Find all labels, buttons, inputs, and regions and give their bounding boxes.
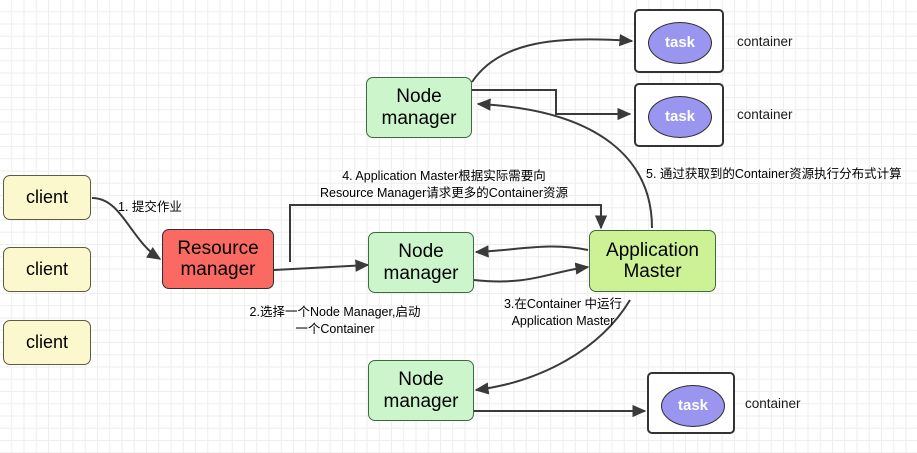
node-resource-manager[interactable]: Resource manager [162, 229, 274, 289]
edge-resource-manager-to-node-manager [273, 259, 370, 272]
node-node-manager-bottom-label: Node manager [383, 369, 459, 412]
node-task-second-label: task [664, 107, 696, 125]
edge-application-master-to-node-manager-bottom [474, 299, 631, 395]
label-container-top: container [737, 34, 793, 49]
node-application-master-label: Application Master [606, 239, 699, 282]
node-client-2-label: client [25, 259, 69, 280]
edge-label-step4: 4. Application Master根据实际需要向 Resource Ma… [319, 169, 568, 200]
label-container-bottom: container [745, 396, 801, 411]
edge-label-step5: 5. 通过获取到的Container资源执行分布式计算 [646, 167, 902, 181]
edge-label-step1: 1. 提交作业 [118, 200, 182, 214]
node-container-second[interactable]: task [634, 83, 724, 147]
node-container-top[interactable]: task [634, 9, 724, 73]
node-node-manager-bottom[interactable]: Node manager [368, 360, 474, 421]
node-resource-manager-label: Resource manager [177, 237, 259, 280]
node-node-manager-top-label: Node manager [381, 86, 457, 129]
node-task-top-label: task [664, 33, 696, 51]
node-client-3-label: client [25, 332, 69, 353]
node-client-2[interactable]: client [3, 247, 91, 292]
edge-node-manager-top-to-task-top [471, 33, 634, 83]
node-task-top[interactable]: task [648, 22, 712, 64]
edge-client-to-resource-manager [91, 197, 162, 260]
label-container-second: container [737, 107, 793, 122]
node-container-bottom[interactable]: task [647, 372, 735, 434]
edge-application-master-to-node-manager [474, 245, 589, 258]
node-task-second[interactable]: task [648, 96, 712, 138]
edge-application-master-to-resource-manager [289, 204, 608, 262]
node-application-master[interactable]: Application Master [589, 230, 716, 292]
node-node-manager-mid-label: Node manager [383, 241, 459, 284]
node-node-manager-top[interactable]: Node manager [366, 77, 472, 138]
node-task-bottom-label: task [677, 396, 709, 414]
node-node-manager-mid[interactable]: Node manager [368, 232, 474, 293]
node-task-bottom[interactable]: task [661, 385, 725, 427]
edge-label-step2: 2.选择一个Node Manager,启动 一个Container [249, 305, 421, 336]
edge-node-manager-to-application-master [473, 262, 590, 283]
node-client-1[interactable]: client [3, 175, 91, 220]
edge-application-master-to-node-manager-top [476, 98, 653, 229]
edge-label-step3: 3.在Container 中运行 Application Master [503, 297, 623, 328]
edge-node-manager-top-to-task-second [472, 89, 632, 121]
node-client-1-label: client [25, 187, 69, 208]
node-client-3[interactable]: client [3, 320, 91, 365]
